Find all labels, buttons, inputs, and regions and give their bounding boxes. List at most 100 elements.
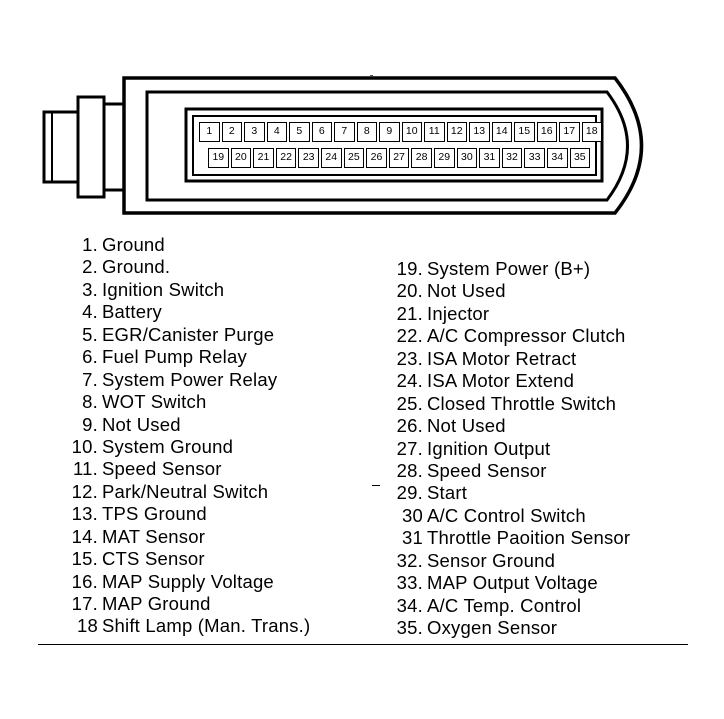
legend-item: 6.Fuel Pump Relay — [48, 346, 310, 368]
pin-4: 4 — [266, 122, 287, 142]
pin-7: 7 — [334, 122, 355, 142]
legend-label: Speed Sensor — [102, 458, 222, 480]
legend-number: 15. — [71, 548, 98, 570]
pin-14: 14 — [491, 122, 512, 142]
pin-23: 23 — [298, 148, 319, 168]
legend-number: 11. — [73, 458, 98, 480]
pin-3: 3 — [244, 122, 265, 142]
legend-item: 10.System Ground — [48, 436, 310, 458]
plug-outer — [42, 110, 80, 184]
legend-item: 13.TPS Ground — [48, 503, 310, 525]
pin-29: 29 — [433, 148, 455, 168]
legend-item: 28.Speed Sensor — [375, 460, 630, 482]
legend-label: Speed Sensor — [427, 459, 547, 481]
legend-number: 24. — [396, 370, 423, 392]
legend-label: System Ground — [102, 435, 234, 457]
legend-item: 1.Ground — [48, 234, 310, 256]
legend-item: 17.MAP Ground — [48, 593, 310, 615]
pin-25: 25 — [343, 148, 365, 168]
legend-number: 25. — [396, 392, 423, 414]
legend-number: 33. — [396, 572, 423, 594]
legend-number: 32. — [396, 549, 423, 571]
pin-35: 35 — [569, 148, 591, 168]
legend-number: 27. — [396, 437, 423, 459]
legend-number: 30 — [402, 504, 423, 526]
legend-label: Closed Throttle Switch — [427, 392, 617, 414]
pin-6: 6 — [311, 122, 332, 142]
plug-neck — [102, 102, 126, 192]
legend-number: 3. — [82, 278, 98, 300]
legend-number: 21. — [396, 302, 423, 324]
pin-32: 32 — [501, 148, 523, 168]
legend-label: Not Used — [102, 413, 181, 435]
legend-number: 9. — [82, 413, 98, 435]
legend-item: 27.Ignition Output — [375, 438, 630, 460]
legend-label: Park/Neutral Switch — [102, 480, 269, 502]
legend-label: Throttle Paoition Sensor — [427, 527, 631, 549]
legend-item: 14.MAT Sensor — [48, 526, 310, 548]
legend-number: 23. — [396, 347, 423, 369]
pin-27: 27 — [388, 148, 410, 168]
legend-label: System Power (B+) — [427, 258, 591, 279]
legend-item: 33.MAP Output Voltage — [375, 572, 630, 594]
legend-item: 16.MAP Supply Voltage — [48, 571, 310, 593]
pin-13: 13 — [469, 122, 490, 142]
legend-number: 22. — [396, 325, 423, 347]
pin-30: 30 — [456, 148, 478, 168]
legend-number: 28. — [396, 459, 423, 481]
legend-label: TPS Ground — [102, 503, 207, 525]
legend-item: 23.ISA Motor Retract — [375, 348, 630, 370]
legend-item: 15.CTS Sensor — [48, 548, 310, 570]
legend-item: 24.ISA Motor Extend — [375, 370, 630, 392]
pin-12: 12 — [446, 122, 467, 142]
plug-body — [76, 95, 106, 199]
pin-28: 28 — [411, 148, 432, 168]
pin-26: 26 — [366, 148, 387, 168]
legend-item: 25.Closed Throttle Switch — [375, 393, 630, 415]
legend-label: EGR/Canister Purge — [102, 323, 275, 345]
legend-item: 35.Oxygen Sensor — [375, 617, 630, 639]
legend-item: 32.Sensor Ground — [375, 550, 630, 572]
pin-2: 2 — [221, 122, 242, 142]
stray-mark — [370, 75, 373, 76]
legend-item: 29.Start — [375, 482, 630, 504]
pin-33: 33 — [524, 148, 545, 168]
legend-item: 12.Park/Neutral Switch — [48, 481, 310, 503]
legend-label: WOT Switch — [102, 391, 207, 413]
legend-label: ISA Motor Extend — [427, 370, 575, 392]
legend-number: 16. — [71, 570, 98, 592]
legend-number: 26. — [396, 415, 423, 437]
pin-18: 18 — [581, 122, 602, 142]
legend-number: 19. — [396, 258, 423, 279]
legend-number: 17. — [71, 593, 98, 614]
legend-label: A/C Temp. Control — [427, 594, 582, 616]
pin-21: 21 — [253, 148, 274, 168]
legend-label: CTS Sensor — [102, 548, 205, 570]
pin-1: 1 — [199, 122, 220, 142]
legend-label: Not Used — [427, 280, 506, 302]
legend-item: 9.Not Used — [48, 414, 310, 436]
pin-16: 16 — [536, 122, 557, 142]
legend-number: 2. — [82, 256, 98, 278]
legend-label: MAP Ground — [102, 593, 211, 614]
legend-number: 14. — [71, 525, 98, 547]
legend-item: 11.Speed Sensor — [48, 458, 310, 480]
legend-label: Sensor Ground — [427, 549, 556, 571]
legend-number: 7. — [82, 368, 98, 390]
legend-label: Ignition Output — [427, 437, 551, 459]
legend-item: 34.A/C Temp. Control — [375, 595, 630, 617]
legend-label: A/C Control Switch — [427, 504, 586, 526]
pin-22: 22 — [275, 148, 297, 168]
legend-item: 20.Not Used — [375, 280, 630, 302]
legend-label: MAP Supply Voltage — [102, 570, 274, 592]
legend-number: 4. — [82, 301, 98, 323]
pin-31: 31 — [479, 148, 500, 168]
legend-number: 6. — [82, 346, 98, 368]
legend-label: MAP Output Voltage — [427, 572, 598, 594]
legend-item: 22.A/C Compressor Clutch — [375, 325, 630, 347]
legend-label: ISA Motor Retract — [427, 347, 577, 369]
legend-number: 8. — [82, 391, 98, 413]
